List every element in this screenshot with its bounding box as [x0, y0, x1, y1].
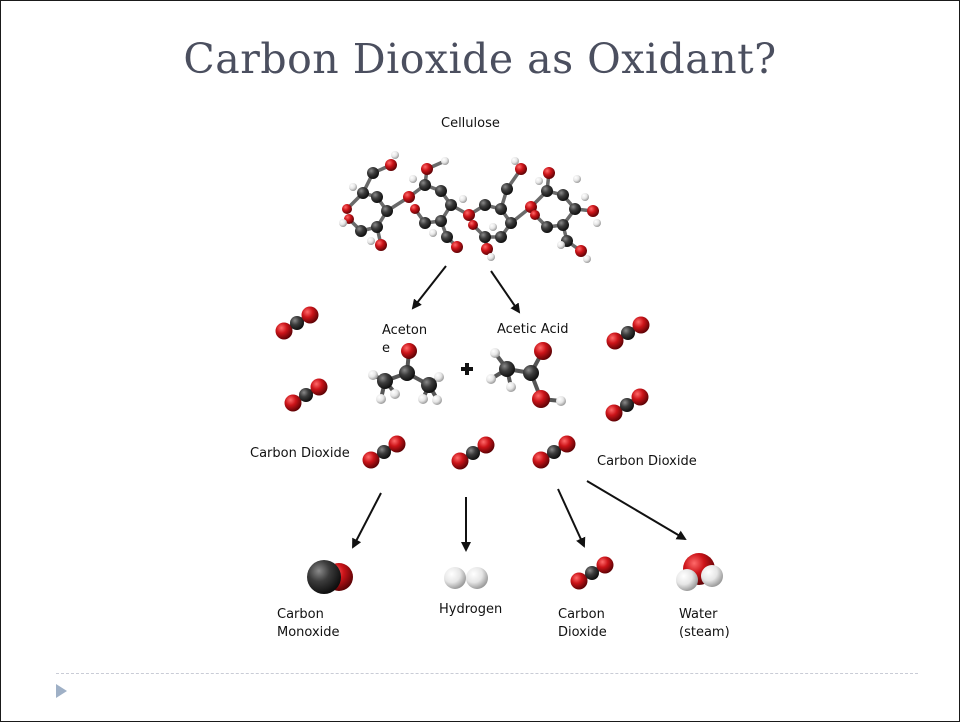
arrow-icon: [557, 488, 586, 548]
label-carbon-monoxide-line2: Monoxide: [277, 625, 340, 640]
label-carbon-monoxide-line1: Carbon: [277, 607, 324, 622]
co2-molecule-icon: [571, 557, 614, 590]
co2-molecule-icon: [606, 389, 649, 422]
co2-molecule-icon: [363, 436, 406, 469]
acetone-molecule-icon: [368, 343, 444, 405]
water-molecule-icon: [676, 553, 723, 591]
cellulose-molecule-icon: [339, 151, 601, 263]
co2-molecule-icon: [285, 379, 328, 412]
hydrogen-molecule-icon: [444, 567, 488, 589]
arrow-icon: [490, 270, 521, 314]
label-cellulose: Cellulose: [441, 116, 500, 131]
label-water-line2: (steam): [679, 625, 730, 640]
label-water-line1: Water: [679, 607, 718, 622]
co2-molecule-icon: [607, 317, 650, 350]
co2-molecule-icon: [533, 436, 576, 469]
co2-molecule-icon: [452, 437, 495, 470]
plus-icon: [461, 363, 473, 375]
label-carbon-dioxide-product-line1: Carbon: [558, 607, 605, 622]
label-hydrogen: Hydrogen: [439, 602, 503, 617]
triangle-bullet-icon: [56, 684, 67, 698]
arrow-icon: [352, 492, 382, 549]
label-acetic-acid: Acetic Acid: [497, 322, 569, 337]
acetic-acid-molecule-icon: [486, 342, 566, 408]
footer-divider: [56, 673, 918, 674]
label-acetone-line1: Aceton: [382, 323, 428, 338]
label-acetone-line2: e: [382, 341, 390, 356]
slide-title: Carbon Dioxide as Oxidant?: [183, 35, 777, 83]
arrow-icon: [586, 480, 687, 541]
co2-molecule-icon: [276, 307, 319, 340]
carbon-monoxide-molecule-icon: [307, 560, 353, 594]
arrow-icon: [411, 265, 447, 310]
label-carbon-dioxide-left: Carbon Dioxide: [250, 446, 350, 461]
label-carbon-dioxide-right: Carbon Dioxide: [597, 454, 697, 469]
label-carbon-dioxide-product-line2: Dioxide: [558, 625, 607, 640]
